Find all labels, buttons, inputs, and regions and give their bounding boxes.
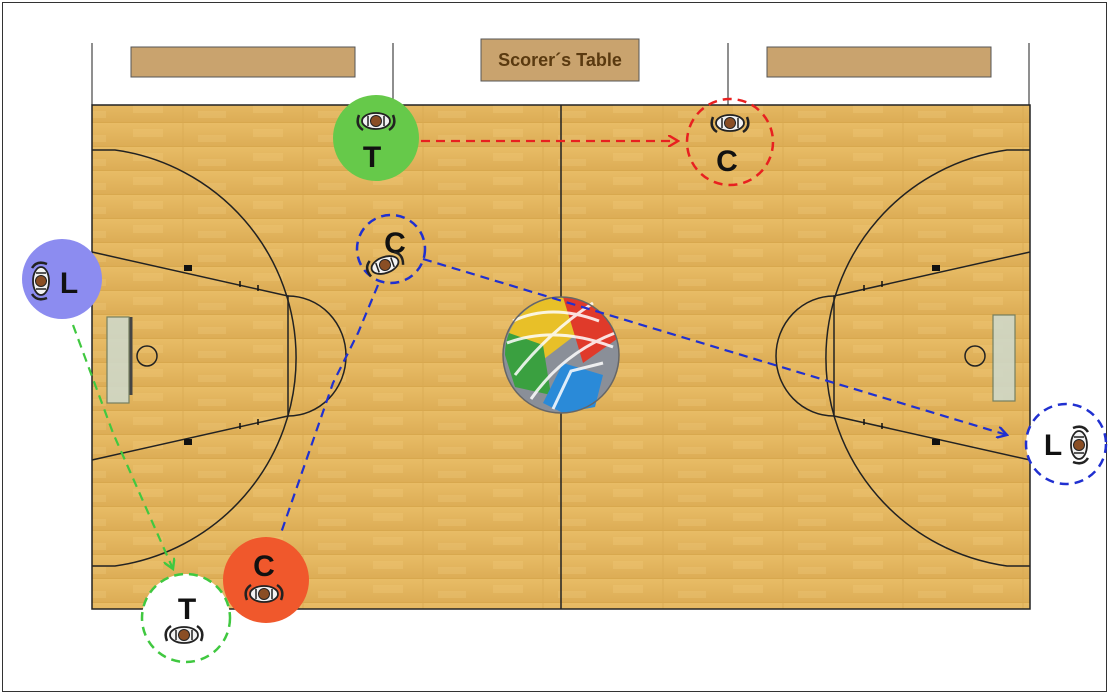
court-rotation-diagram: Scorer´s Table xyxy=(22,38,1108,664)
svg-text:L: L xyxy=(60,267,78,300)
svg-text:C: C xyxy=(384,227,406,260)
team-bench-right xyxy=(766,46,992,78)
svg-text:T: T xyxy=(363,141,381,174)
official-center-bottom: C xyxy=(223,537,309,623)
lead-cross-court-arrow xyxy=(422,257,1007,435)
svg-text:C: C xyxy=(253,550,275,583)
official-lead-right: L xyxy=(1024,402,1108,486)
lane-mark xyxy=(184,439,192,445)
official-lead-left: L xyxy=(22,239,102,319)
scorers-table-label: Scorer´s Table xyxy=(498,50,622,70)
table-side-lines xyxy=(91,43,1030,105)
official-trail-top: T xyxy=(333,95,419,181)
svg-text:T: T xyxy=(178,593,196,626)
center-rotation-path xyxy=(279,284,380,534)
svg-text:C: C xyxy=(716,145,738,178)
official-center-mid: C xyxy=(355,213,427,285)
official-trail-bottom: T xyxy=(140,572,232,664)
lead-to-trail-arrow xyxy=(71,324,173,569)
lane-mark xyxy=(932,439,940,445)
backboard-left xyxy=(106,316,130,404)
lane-mark xyxy=(184,265,192,271)
right-half-markings xyxy=(775,149,1031,567)
backboard-right xyxy=(992,314,1016,402)
svg-text:L: L xyxy=(1044,429,1062,462)
basketball-icon xyxy=(502,296,620,414)
official-center-top: C xyxy=(685,97,775,187)
scorers-table xyxy=(480,38,640,82)
lane-mark xyxy=(932,265,940,271)
team-bench-left xyxy=(130,46,356,78)
